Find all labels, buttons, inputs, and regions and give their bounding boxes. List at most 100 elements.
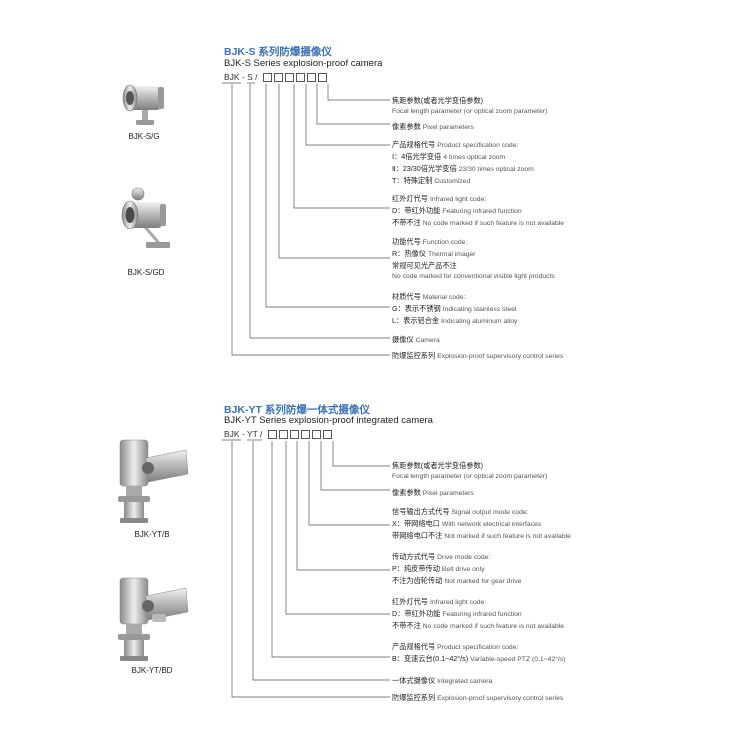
section-yt-code: BJK - YT /	[224, 429, 334, 440]
section-s-code: BJK - S /	[224, 72, 329, 83]
code-box	[322, 430, 332, 440]
entry-en: No code marked if such feature is not av…	[422, 623, 565, 630]
entry-cn: 传动方式代号	[392, 552, 436, 561]
s-entry-spec: 产品规格代号 Product specification code: Ⅰ：4倍光…	[392, 139, 534, 187]
yt-entry-series: 防爆监控系列 Explosion-proof supervisory contr…	[392, 692, 563, 704]
code-box	[267, 430, 277, 440]
yt-entry-infrared: 红外灯代号 Infrared light code: D：带红外功能 Featu…	[392, 596, 564, 632]
code-box	[306, 73, 316, 83]
entry-cn: 红外灯代号	[392, 194, 428, 203]
code-box	[295, 73, 305, 83]
code-box	[289, 430, 299, 440]
entry-en: Indicating stainless steel	[442, 306, 517, 313]
s-entry-function: 功能代号 Function code: R：热像仪 Thermal imager…	[392, 236, 555, 282]
s-entry-camera: 摄像仪 Camera	[392, 334, 440, 346]
yt-entry-focal: 焦距参数(或者光学变倍参数) Focal length parameter (o…	[392, 460, 547, 482]
yt-entry-drive: 传动方式代号 Drive mode code: P：纯皮带传动 Belt dri…	[392, 551, 521, 587]
code-prefix: BJK - S /	[224, 72, 258, 82]
entry-cn: X：带网络电口	[392, 519, 440, 528]
code-box	[317, 73, 327, 83]
entry-cn: 带网络电口不注	[392, 531, 443, 540]
entry-cn: D：带红外功能	[392, 206, 441, 215]
code-box	[300, 430, 310, 440]
entry-cn: 防爆监控系列	[392, 693, 436, 702]
s-entry-material: 材质代号 Material code: G：表示不锈钢 Indicating s…	[392, 291, 517, 327]
entry-en: Thermal imager	[427, 251, 476, 258]
entry-en: Function code:	[422, 239, 468, 246]
entry-cn: 功能代号	[392, 237, 421, 246]
entry-cn: 不带不注	[392, 218, 421, 227]
camera-bjk-yt-bd-image	[118, 577, 189, 661]
entry-en: Product specification code:	[437, 644, 519, 651]
entry-en: Featuring infrared function	[442, 611, 522, 618]
code-box	[273, 73, 283, 83]
yt-entry-spec: 产品规格代号 Product specification code: B：变速云…	[392, 641, 566, 665]
entry-en: Customized	[434, 178, 471, 185]
entry-en: Signal output mode code:	[451, 509, 529, 516]
entry-cn: B：变速云台(0.1~42°/s)	[392, 654, 469, 663]
entry-cn: 不带不注	[392, 621, 421, 630]
entry-en: Infrared light code:	[429, 196, 487, 203]
entry-en: Material code:	[422, 294, 466, 301]
yt-entry-signal: 信号输出方式代号 Signal output mode code: X：带网络电…	[392, 506, 571, 542]
entry-en: With network electrical interfaces	[441, 521, 542, 528]
entry-en: Featuring infrared function	[442, 208, 522, 215]
s-entry-infrared: 红外灯代号 Infrared light code: D：带红外功能 Featu…	[392, 193, 564, 229]
entry-en: Product specification code:	[437, 142, 519, 149]
entry-en: Belt drive only	[441, 566, 485, 573]
entry-cn: R：热像仪	[392, 249, 426, 258]
entry-en: Camera	[415, 337, 440, 344]
caption-bjk-yt-b: BJK-YT/B	[134, 530, 170, 539]
entry-cn: 像素参数	[392, 122, 421, 131]
s-entry-series: 防爆监控系列 Explosion-proof supervisory contr…	[392, 350, 563, 362]
entry-en: Integrated camera	[437, 678, 493, 685]
entry-cn: 产品规格代号	[392, 140, 436, 149]
camera-bjk-yt-b-image	[118, 439, 189, 523]
entry-en: Explosion-proof supervisory control seri…	[437, 695, 564, 702]
entry-cn: Ⅱ：23/30倍光学变倍	[392, 164, 457, 173]
yt-entry-pixel: 像素参数 Pixel parameters	[392, 487, 474, 499]
code-box	[284, 73, 294, 83]
entry-cn: L：表示铝合金	[392, 316, 440, 325]
entry-en: Pixel parameters	[422, 124, 474, 131]
entry-cn: 焦距参数(或者光学变倍参数)	[392, 461, 484, 470]
camera-bjk-s-gd-image	[121, 187, 170, 248]
section-yt-title-cn: BJK-YT 系列防爆一体式摄像仪	[224, 404, 370, 416]
entry-cn: 一体式摄像仪	[392, 676, 436, 685]
caption-bjk-s-gd: BJK-S/GD	[127, 268, 165, 277]
entry-en: 4 times optical zoom	[443, 154, 506, 161]
entry-cn: 红外灯代号	[392, 597, 428, 606]
section-s-title-cn: BJK-S 系列防爆摄像仪	[224, 46, 332, 58]
entry-cn: 摄像仪	[392, 335, 414, 344]
caption-bjk-yt-bd: BJK-YT/BD	[131, 666, 173, 675]
entry-cn: 材质代号	[392, 292, 421, 301]
yt-entry-camera: 一体式摄像仪 Integrated camera	[392, 675, 492, 687]
caption-bjk-s-g: BJK-S/G	[128, 132, 160, 141]
code-box	[311, 430, 321, 440]
entry-en: Variable-speed PTZ (0.1~42°/s)	[470, 656, 566, 663]
entry-cn: 不注为齿轮传动	[392, 576, 443, 585]
entry-cn: 信号输出方式代号	[392, 507, 450, 516]
s-entry-focal: 焦距参数(或者光学变倍参数) Focal length parameter (o…	[392, 95, 547, 117]
entry-en: No code marked for conventional visible …	[392, 273, 555, 280]
entry-cn: 焦距参数(或者光学变倍参数)	[392, 96, 484, 105]
section-s-title-en: BJK-S Series explosion-proof camera	[224, 58, 383, 69]
camera-bjk-s-g-image	[122, 84, 164, 125]
entry-en: Not marked if such feature is not availa…	[444, 533, 571, 540]
entry-en: Focal length parameter (or optical zoom …	[392, 473, 548, 480]
entry-cn: T：特殊定制	[392, 176, 433, 185]
entry-en: Explosion-proof supervisory control seri…	[437, 353, 564, 360]
entry-en: No code marked if such feature is not av…	[422, 220, 565, 227]
entry-cn: 像素参数	[392, 488, 421, 497]
code-box	[262, 73, 272, 83]
entry-en: Infrared light code:	[429, 599, 487, 606]
entry-en: Pixel parameters	[422, 490, 474, 497]
entry-en: Drive mode code:	[437, 554, 491, 561]
entry-cn: G：表示不锈钢	[392, 304, 441, 313]
entry-cn: P：纯皮带传动	[392, 564, 440, 573]
section-yt-title-en: BJK-YT Series explosion-proof integrated…	[224, 415, 433, 426]
entry-en: 23/30 times optical zoom	[458, 166, 534, 173]
entry-en: Focal length parameter (or optical zoom …	[392, 108, 548, 115]
s-entry-pixel: 像素参数 Pixel parameters	[392, 121, 474, 133]
